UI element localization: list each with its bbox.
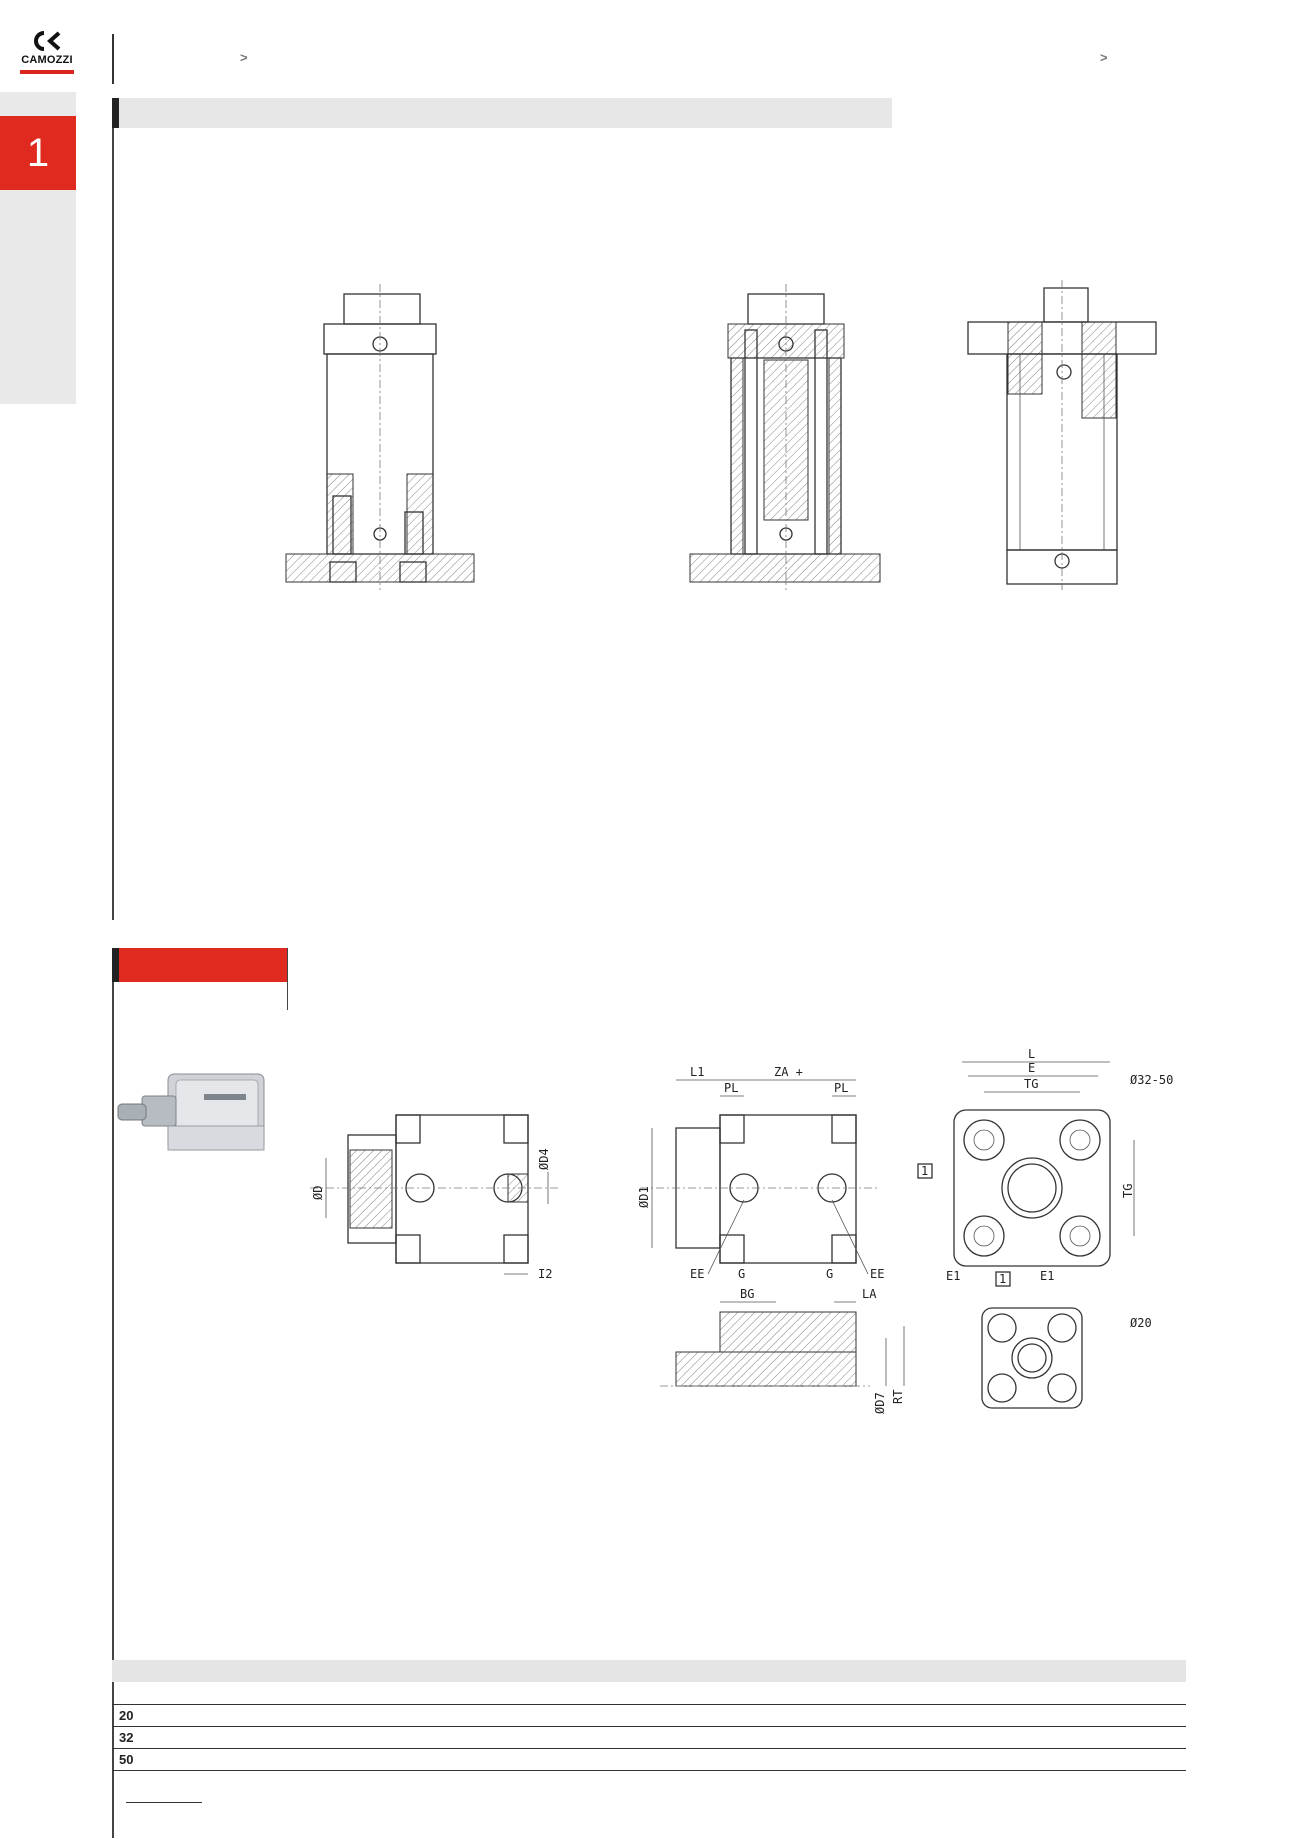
dim-label-e1-right: E1 [1040,1269,1054,1283]
chapter-number: 1 [0,116,76,190]
table-subheader-row [112,1682,1186,1705]
mounting-drawings [285,280,1157,590]
table-row: 50 [112,1748,1186,1771]
header-divider [112,34,114,84]
dimension-drawings: ØD ØD4 I2 L1 ZA + PL PL ØD1 EE EE G G [310,1047,1173,1414]
table-cell-size: 50 [112,1748,1186,1771]
footnote-rule [126,1802,202,1803]
side-view-drawing: ØD ØD4 I2 [310,1114,560,1281]
callout-1-top: 1 [921,1164,928,1178]
dim-label-e1-left: E1 [946,1269,960,1283]
table-cell-size: 32 [112,1726,1186,1749]
content-rule-top [112,98,114,920]
section-tab-red [112,948,288,982]
dim-label-pl-right: PL [834,1081,848,1095]
dim-label-g-left: G [738,1267,745,1281]
table-header-row [112,1660,1186,1682]
dim-label-e: E [1028,1061,1035,1075]
product-photo [117,1073,265,1151]
logo-text: CAMOZZI [21,54,73,66]
dim-label-za: ZA + [774,1065,803,1079]
table-row: 20 [112,1704,1186,1727]
dim-label-d7: ØD7 [873,1392,887,1414]
mounting-drawing-2 [689,284,881,590]
logo-accent-bar [20,70,74,74]
table-cell-size: 20 [112,1704,1186,1727]
dim-label-ee-left: EE [690,1267,704,1281]
dim-label-la: LA [862,1287,877,1301]
top-view-32-50-drawing: L E TG Ø32-50 TG 1 1 E1 E1 [917,1047,1173,1287]
dim-label-i2: I2 [538,1267,552,1281]
dim-label-g-right: G [826,1267,833,1281]
content-rule-bottom [112,948,114,1838]
dim-label-d: ØD [311,1186,325,1200]
section-tab-divider [287,948,288,1010]
callout-1-bottom: 1 [999,1272,1006,1286]
top-view-20-drawing: Ø20 [981,1307,1152,1409]
size-label-20: Ø20 [1130,1316,1152,1330]
section-view-drawing: BG LA ØD7 RT [660,1287,905,1414]
table-row: 32 [112,1726,1186,1749]
dim-label-rt: RT [891,1390,905,1404]
dim-label-d4: ØD4 [537,1148,551,1170]
dim-label-l1: L1 [690,1065,704,1079]
breadcrumb-separator: > [1100,50,1108,65]
dim-label-ee-right: EE [870,1267,884,1281]
dimensions-table: 20 32 50 [112,1660,1186,1771]
camozzi-logo: CAMOZZI [16,30,78,76]
logo-mark-icon [34,31,61,51]
mounting-drawing-3 [967,280,1157,590]
breadcrumb-separator: > [240,50,248,65]
dim-label-tg: TG [1024,1077,1038,1091]
mounting-drawing-1 [285,284,475,590]
dim-label-pl-left: PL [724,1081,738,1095]
dim-label-l: L [1028,1047,1035,1061]
dim-label-tg-vertical: TG [1121,1184,1135,1198]
size-label-32-50: Ø32-50 [1130,1073,1173,1087]
front-view-drawing: L1 ZA + PL PL ØD1 EE EE G G [637,1065,884,1281]
dim-label-bg: BG [740,1287,754,1301]
section-header-bar [112,98,892,128]
dim-label-d1: ØD1 [637,1186,651,1208]
